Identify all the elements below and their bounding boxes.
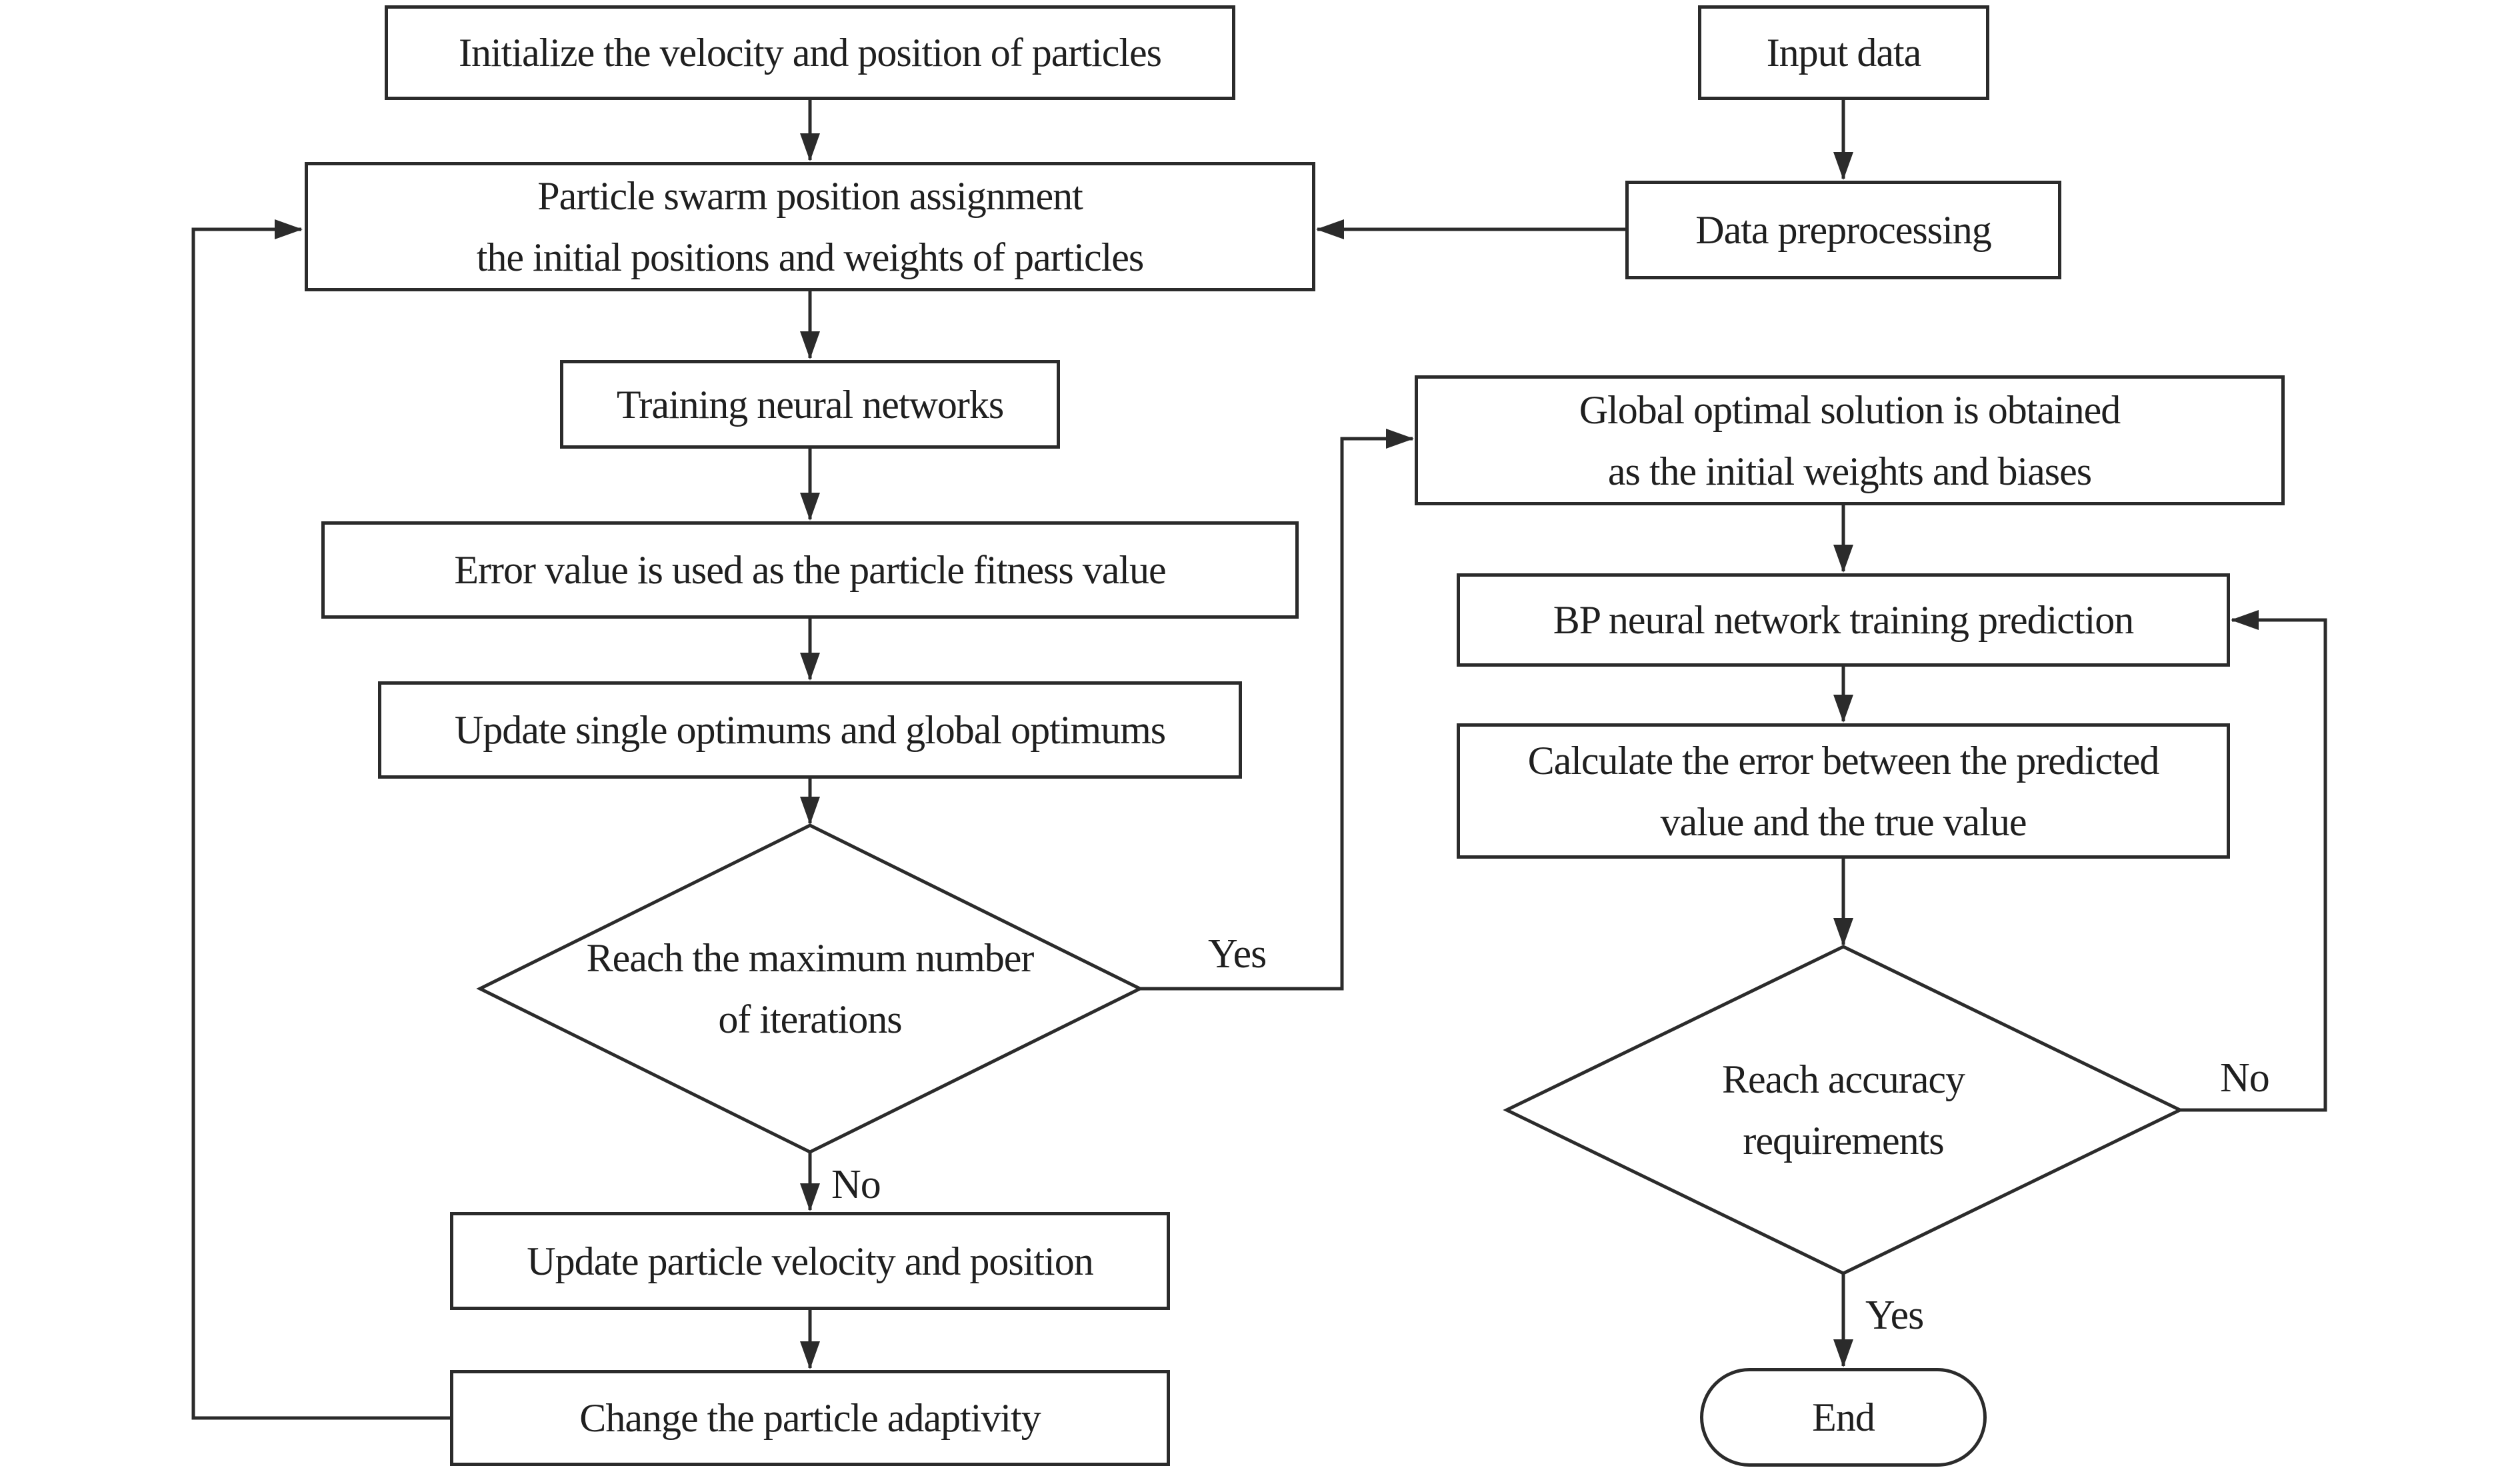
decision-iterations-line2: of iterations [718, 997, 902, 1041]
node-change-particle-adaptivity: Change the particle adaptivity [450, 1370, 1170, 1466]
node-data-preprocessing-label: Data preprocessing [1695, 208, 1991, 252]
node-update-optimums: Update single optimums and global optimu… [378, 681, 1242, 779]
node-global-optimal-solution: Global optimal solution is obtained as t… [1415, 375, 2285, 505]
node-calculate-error: Calculate the error between the predicte… [1457, 723, 2230, 859]
node-input-data: Input data [1698, 5, 1989, 100]
node-end-terminator-label: End [1812, 1395, 1875, 1439]
edge-label-iterations-no: No [831, 1162, 881, 1207]
node-particle-swarm-assignment-line2: the initial positions and weights of par… [476, 235, 1144, 279]
node-training-neural-networks: Training neural networks [560, 360, 1060, 449]
node-initialize-particles: Initialize the velocity and position of … [385, 5, 1235, 100]
node-input-data-label: Input data [1766, 31, 1922, 75]
decision-iterations-label: Reach the maximum number of iterations [477, 905, 1143, 1072]
node-initialize-particles-label: Initialize the velocity and position of … [459, 31, 1162, 75]
edge-decision-yes-to-global [1140, 429, 1414, 991]
edge-label-accuracy-yes: Yes [1865, 1293, 1924, 1338]
node-bp-training-prediction-label: BP neural network training prediction [1553, 598, 2135, 642]
node-update-velocity-position: Update particle velocity and position [450, 1212, 1170, 1310]
node-update-velocity-position-label: Update particle velocity and position [527, 1239, 1093, 1283]
node-error-fitness-value-label: Error value is used as the particle fitn… [454, 548, 1166, 592]
node-error-fitness-value: Error value is used as the particle fitn… [321, 521, 1299, 619]
edge-label-accuracy-no: No [2220, 1055, 2270, 1101]
node-training-neural-networks-label: Training neural networks [616, 382, 1004, 427]
node-particle-swarm-assignment-line1: Particle swarm position assignment [537, 174, 1083, 218]
node-bp-training-prediction: BP neural network training prediction [1457, 573, 2230, 667]
node-end-terminator: End [1700, 1368, 1987, 1467]
node-update-optimums-label: Update single optimums and global optimu… [454, 708, 1166, 752]
decision-iterations-line1: Reach the maximum number [586, 936, 1035, 980]
decision-accuracy-line2: requirements [1743, 1119, 1944, 1163]
node-global-optimal-solution-line2: as the initial weights and biases [1607, 449, 2092, 493]
decision-accuracy-label: Reach accuracy requirements [1510, 1030, 2177, 1190]
node-calculate-error-line2: value and the true value [1660, 799, 2027, 844]
node-data-preprocessing: Data preprocessing [1625, 181, 2061, 279]
node-change-particle-adaptivity-label: Change the particle adaptivity [579, 1396, 1041, 1440]
node-global-optimal-solution-line1: Global optimal solution is obtained [1579, 387, 2121, 432]
edge-accuracy-no-loop-to-bp [2180, 610, 2327, 1112]
edge-label-iterations-yes: Yes [1208, 931, 1267, 977]
edge-change-loop-to-pso [191, 219, 450, 1420]
decision-accuracy-line1: Reach accuracy [1721, 1057, 1965, 1101]
node-particle-swarm-assignment: Particle swarm position assignment the i… [305, 162, 1315, 291]
node-calculate-error-line1: Calculate the error between the predicte… [1527, 738, 2160, 783]
